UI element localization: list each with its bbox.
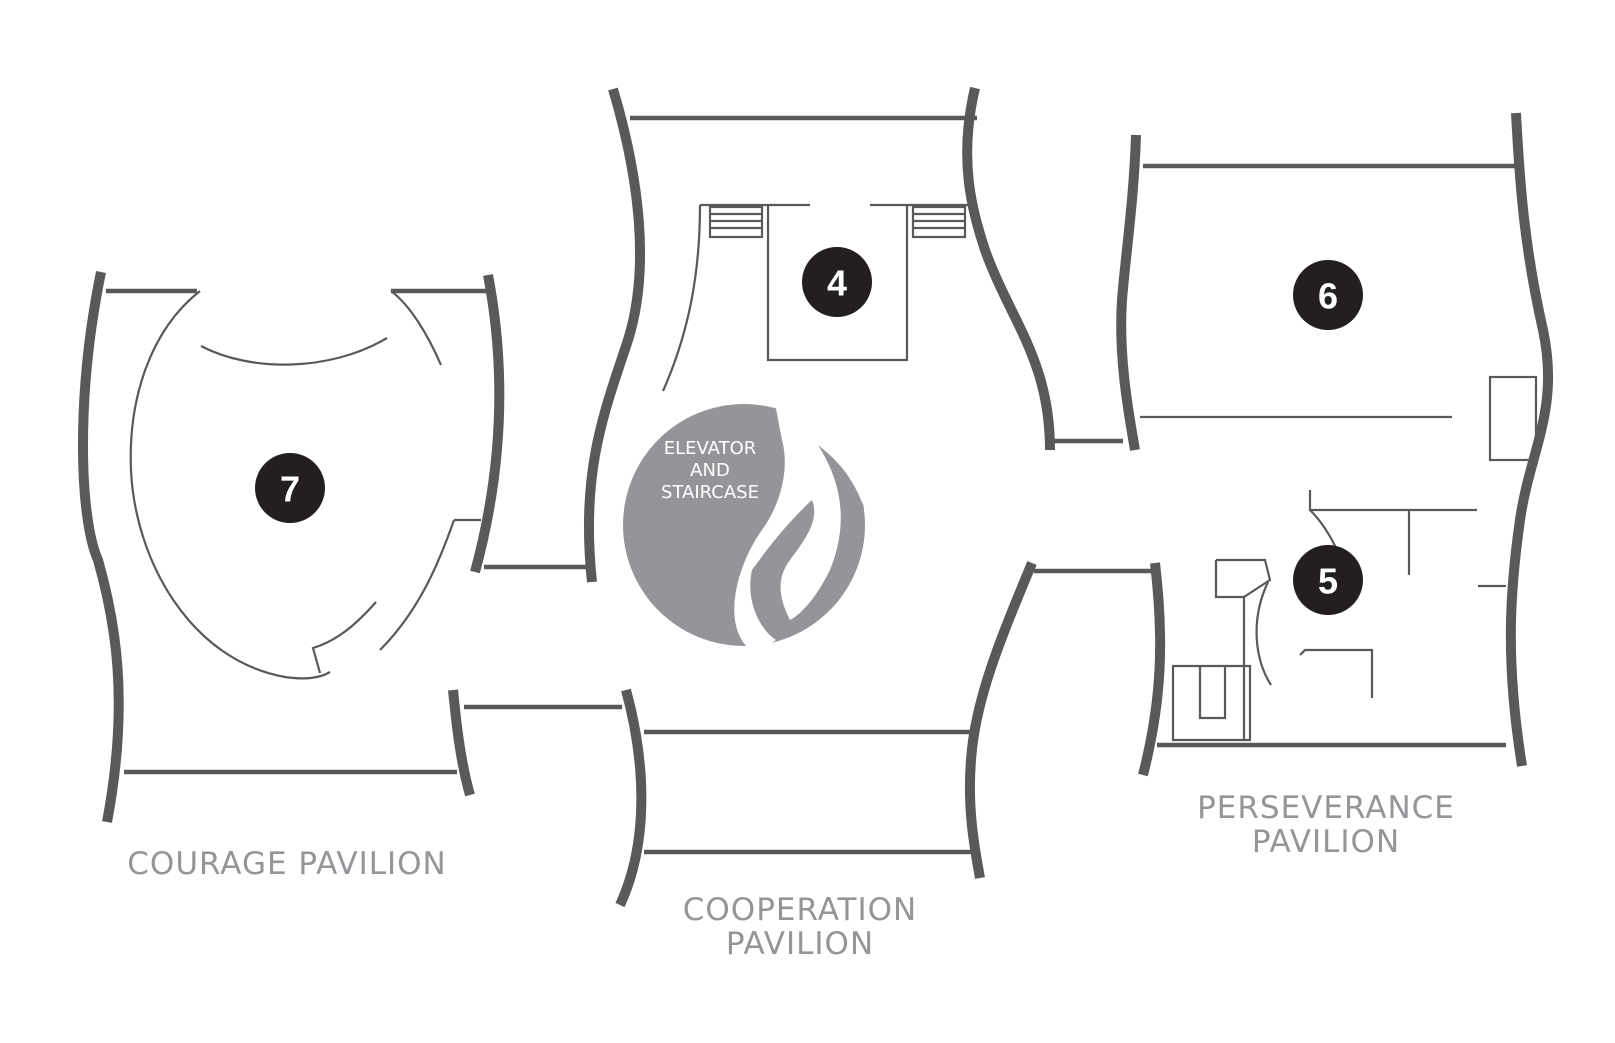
- elevator-label-line1: ELEVATOR: [664, 438, 757, 459]
- room-marker-5[interactable]: 5: [1293, 545, 1363, 615]
- cooperation-pavilion-label-line2: PAVILION: [726, 926, 874, 962]
- flame-cutout: [734, 389, 863, 649]
- room-marker-7[interactable]: 7: [255, 453, 325, 523]
- room-marker-5-label: 5: [1318, 561, 1338, 602]
- elevator-label-line2: AND: [690, 460, 730, 481]
- courage-pavilion-walls: [78, 271, 622, 823]
- room-marker-4-label: 4: [827, 263, 847, 304]
- elevator-label-line3: STAIRCASE: [661, 482, 759, 503]
- cooperation-pavilion-label-line1: COOPERATION: [683, 892, 917, 928]
- room-marker-6-label: 6: [1318, 276, 1338, 317]
- perseverance-pavilion-label-line2: PAVILION: [1252, 824, 1400, 860]
- room-7-outline: [129, 290, 481, 680]
- perseverance-pavilion-label-line1: PERSEVERANCE: [1197, 790, 1455, 826]
- room-marker-7-label: 7: [280, 469, 300, 510]
- room-marker-6[interactable]: 6: [1293, 260, 1363, 330]
- central-pavilion-walls: [583, 86, 1123, 583]
- perseverance-pavilion-walls: [1116, 112, 1554, 777]
- room-marker-4[interactable]: 4: [802, 247, 872, 317]
- cooperation-pavilion-walls: [615, 561, 1151, 908]
- elevator-staircase: ELEVATOR AND STAIRCASE: [623, 389, 865, 649]
- courage-pavilion-label: COURAGE PAVILION: [127, 846, 446, 882]
